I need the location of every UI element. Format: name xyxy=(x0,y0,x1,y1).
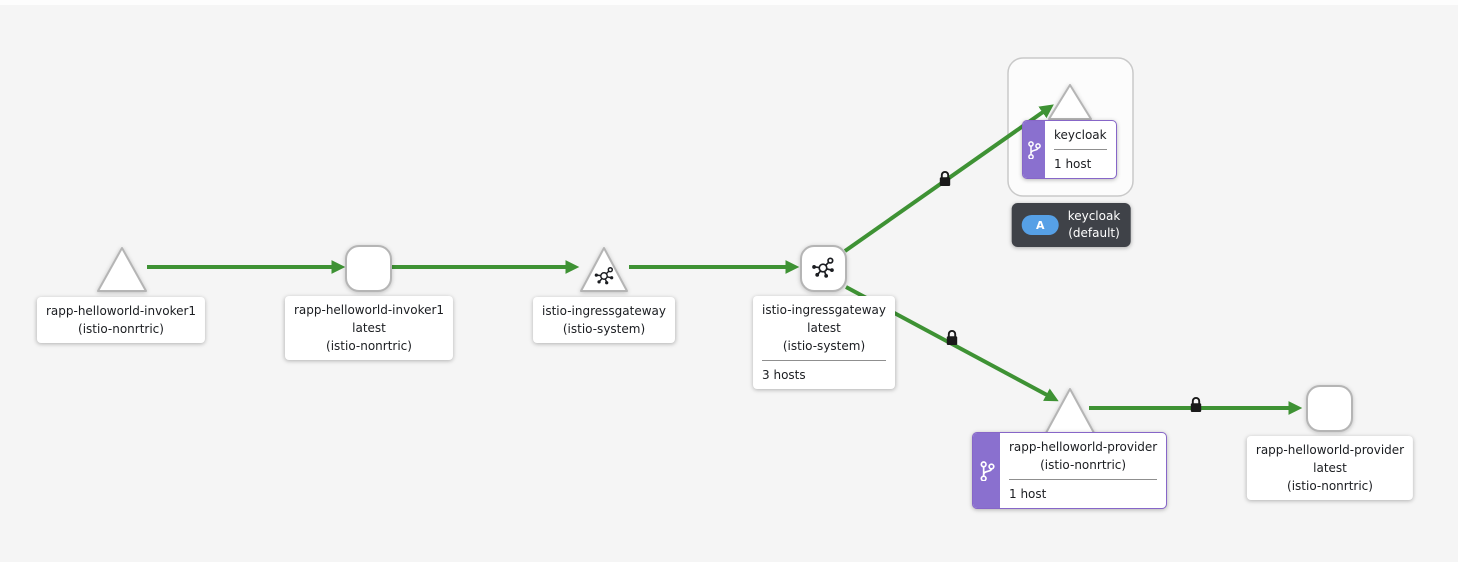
label-line: (istio-system) xyxy=(782,339,866,353)
virtual-service-strip xyxy=(973,433,1000,508)
service-node-rapp-helloworld-provider[interactable] xyxy=(1045,388,1095,434)
label-line: (istio-nonrtric) xyxy=(78,322,164,336)
code-branch-icon xyxy=(1028,140,1041,159)
application-badge: A xyxy=(1021,215,1059,235)
top-strip xyxy=(0,0,1458,5)
label-separator xyxy=(1054,149,1107,150)
service-node-keycloak[interactable] xyxy=(1048,84,1092,120)
node-label-invoker1-workload[interactable]: rapp-helloworld-invoker1 latest (istio-n… xyxy=(284,296,454,360)
workload-node-rapp-helloworld-provider-latest[interactable] xyxy=(1306,385,1353,432)
label-line: (istio-nonrtric) xyxy=(1040,458,1127,472)
service-node-rapp-helloworld-invoker1[interactable] xyxy=(97,247,147,292)
service-node-istio-ingressgateway[interactable] xyxy=(580,247,628,292)
hosts-count: 1 host xyxy=(1009,487,1047,501)
label-line: istio-ingressgateway xyxy=(762,303,886,317)
node-label-keycloak-service[interactable]: keycloak 1 host xyxy=(1022,120,1117,179)
label-line: rapp-helloworld-provider xyxy=(1009,440,1158,454)
app-box-label-keycloak[interactable]: A keycloak (default) xyxy=(1011,203,1131,247)
node-label-ingress-service[interactable]: istio-ingressgateway (istio-system) xyxy=(533,297,675,343)
node-label-provider-workload[interactable]: rapp-helloworld-provider latest (istio-n… xyxy=(1246,436,1414,500)
app-namespace: (default) xyxy=(1068,226,1120,240)
node-label-invoker1-service[interactable]: rapp-helloworld-invoker1 (istio-nonrtric… xyxy=(36,297,206,343)
label-line: latest xyxy=(352,321,386,335)
label-line: istio-ingressgateway xyxy=(542,304,666,318)
mtls-lock-icon xyxy=(938,170,952,187)
label-line: keycloak xyxy=(1054,128,1107,142)
workload-node-rapp-helloworld-invoker1-latest[interactable] xyxy=(345,245,392,292)
label-line: rapp-helloworld-invoker1 xyxy=(293,303,445,317)
label-separator xyxy=(762,360,886,361)
label-line: latest xyxy=(1313,461,1347,475)
label-line: latest xyxy=(807,321,841,335)
hosts-count: 1 host xyxy=(1054,157,1092,171)
node-label-ingress-workload[interactable]: istio-ingressgateway latest (istio-syste… xyxy=(753,296,895,389)
mtls-lock-icon xyxy=(945,329,959,346)
label-line: rapp-helloworld-provider xyxy=(1255,443,1405,457)
virtual-service-strip xyxy=(1023,121,1045,178)
mtls-lock-icon xyxy=(1189,396,1203,413)
app-name: keycloak xyxy=(1067,209,1121,223)
label-separator xyxy=(1009,479,1158,480)
label-line: (istio-nonrtric) xyxy=(326,339,412,353)
label-line: (istio-system) xyxy=(562,322,646,336)
hosts-count: 3 hosts xyxy=(762,368,806,382)
label-line: (istio-nonrtric) xyxy=(1287,479,1373,493)
node-label-provider-service[interactable]: rapp-helloworld-provider (istio-nonrtric… xyxy=(972,432,1168,509)
code-branch-icon xyxy=(980,460,995,481)
label-line: rapp-helloworld-invoker1 xyxy=(45,304,197,318)
